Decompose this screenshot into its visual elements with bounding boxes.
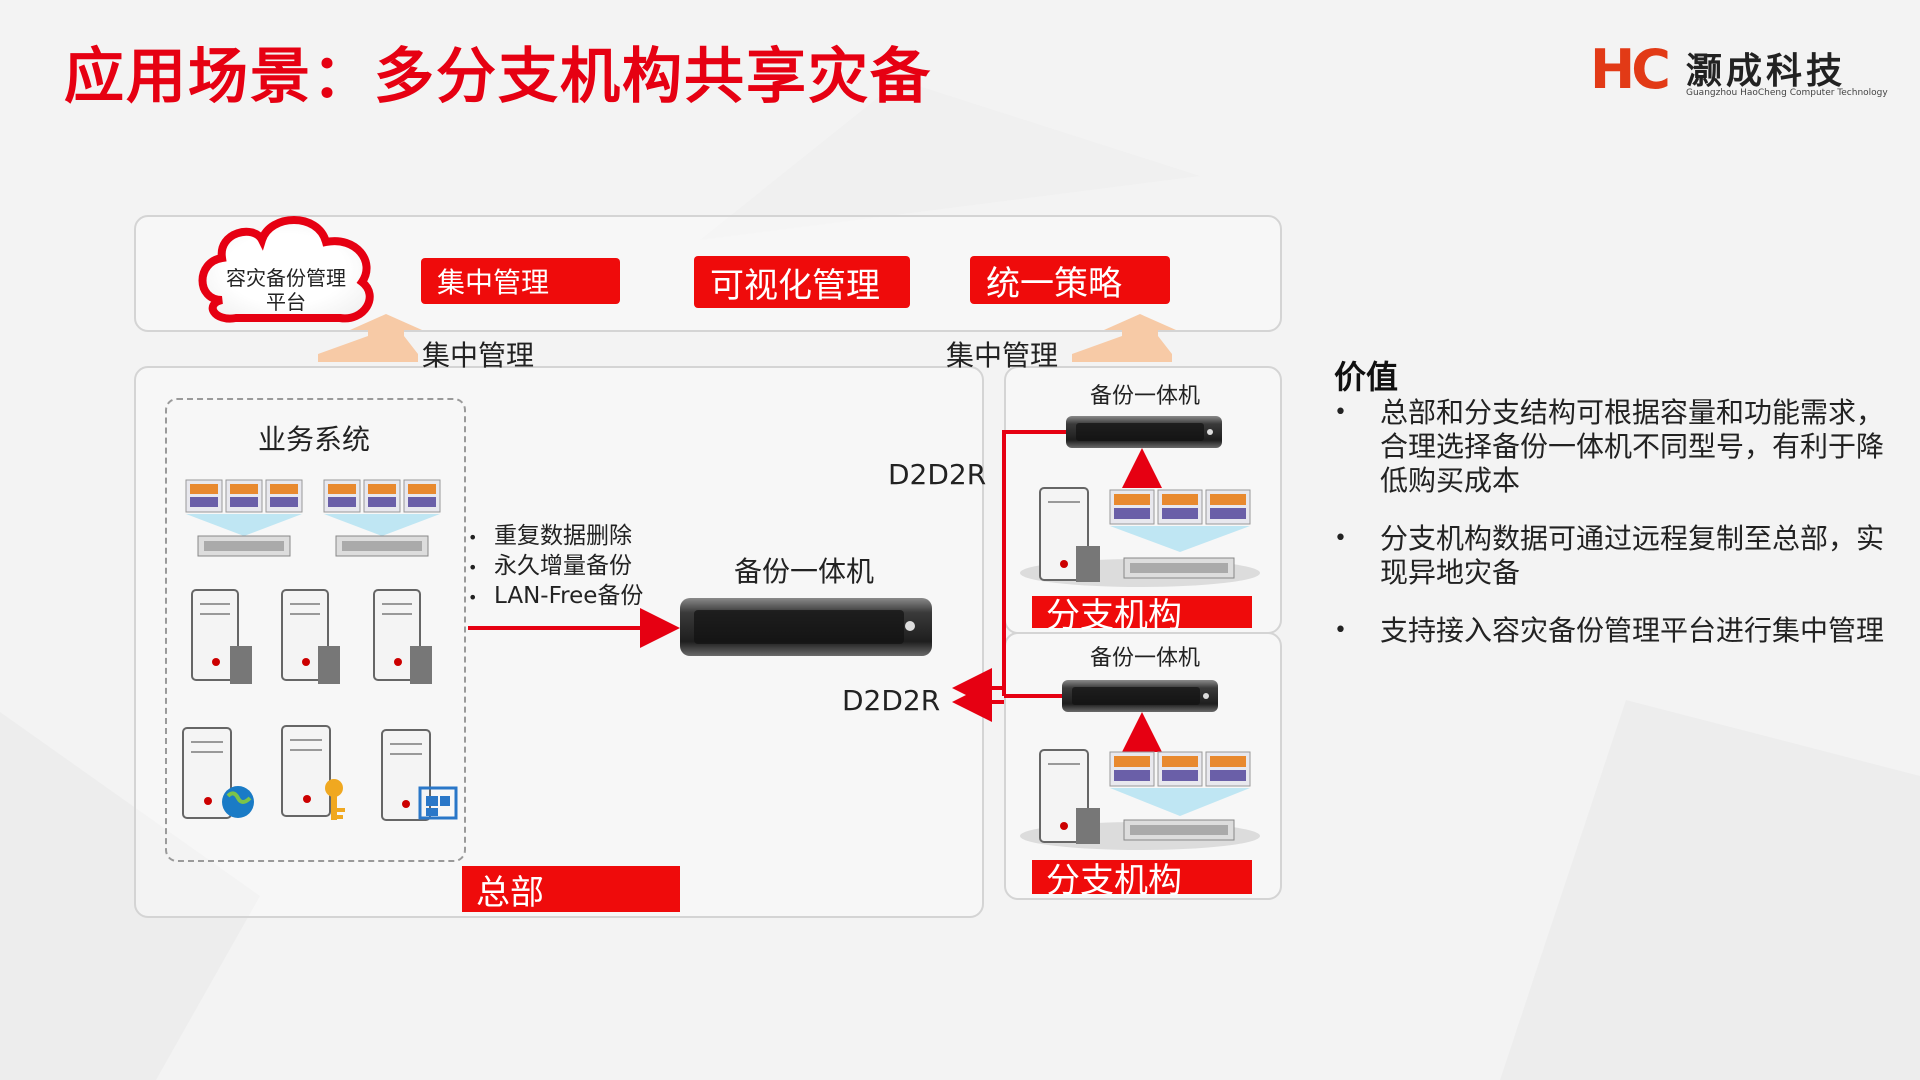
logo-mark: HC <box>1590 38 1671 101</box>
feature-item: •重复数据删除 <box>468 523 632 549</box>
cloud-label: 容灾备份管理平台 <box>226 266 346 314</box>
app-os-group-right <box>323 479 441 557</box>
cloud-icon <box>198 216 374 323</box>
arrow-label-right: 集中管理 <box>946 339 1059 372</box>
feature-item: •LAN-Free备份 <box>468 583 644 609</box>
logo-name-cn: 灏成科技 <box>1686 51 1847 92</box>
server-icon <box>373 589 432 684</box>
d2d2r-line-branch1 <box>1002 430 1066 696</box>
hq-appliance-label: 备份一体机 <box>734 555 875 588</box>
server-icon <box>281 589 340 684</box>
hq-appliance-icon <box>680 598 932 656</box>
logo-name-en: Guangzhou HaoCheng Computer Technology <box>1686 88 1888 98</box>
d2d2r-label-top: D2D2R <box>888 458 987 491</box>
branch1-label: 分支机构 <box>1032 596 1252 636</box>
feature-list: •重复数据删除 •永久增量备份 •LAN-Free备份 <box>468 522 643 612</box>
branch2-appliance-label: 备份一体机 <box>1090 646 1201 671</box>
branch2-appliance-icon <box>1062 680 1218 712</box>
branch2-label: 分支机构 <box>1032 860 1252 901</box>
unified-policy-button[interactable]: 统一策略 <box>970 256 1170 304</box>
branch1-app-os-group <box>1109 489 1251 579</box>
value-item: •总部和分支结构可根据容量和功能需求，合理选择备份一体机不同型号，有利于降低购买… <box>1334 396 1885 497</box>
branch2-app-os-group <box>1109 751 1251 841</box>
branch1-appliance-icon <box>1066 416 1222 448</box>
server-key-icon <box>281 725 345 820</box>
app-os-group-left <box>185 479 303 557</box>
feature-item: •永久增量备份 <box>468 553 632 579</box>
visual-management-button[interactable]: 可视化管理 <box>694 256 910 308</box>
d2d2r-label-bottom: D2D2R <box>842 684 941 717</box>
value-list: •总部和分支结构可根据容量和功能需求，合理选择备份一体机不同型号，有利于降低购买… <box>1334 396 1894 672</box>
page-title: 应用场景：多分支机构共享灾备 <box>64 42 932 112</box>
up-arrow-right <box>1072 314 1176 362</box>
hq-label: 总部 <box>462 866 680 913</box>
centralized-management-button[interactable]: 集中管理 <box>421 258 620 304</box>
business-system-label: 业务系统 <box>258 423 371 456</box>
up-arrow-left <box>318 314 422 362</box>
server-icon <box>191 589 252 684</box>
value-title: 价值 <box>1334 358 1399 396</box>
server-globe-icon <box>182 727 254 819</box>
value-item: •分支机构数据可通过远程复制至总部，实现异地灾备 <box>1334 522 1885 589</box>
server-windows-icon <box>381 729 458 821</box>
branch1-appliance-label: 备份一体机 <box>1090 384 1201 409</box>
company-logo: HC 灏成科技 Guangzhou HaoCheng Computer Tech… <box>1590 40 1890 100</box>
arrow-label-left: 集中管理 <box>422 339 535 372</box>
value-item: •支持接入容灾备份管理平台进行集中管理 <box>1334 614 1885 647</box>
business-system-box <box>165 398 466 862</box>
